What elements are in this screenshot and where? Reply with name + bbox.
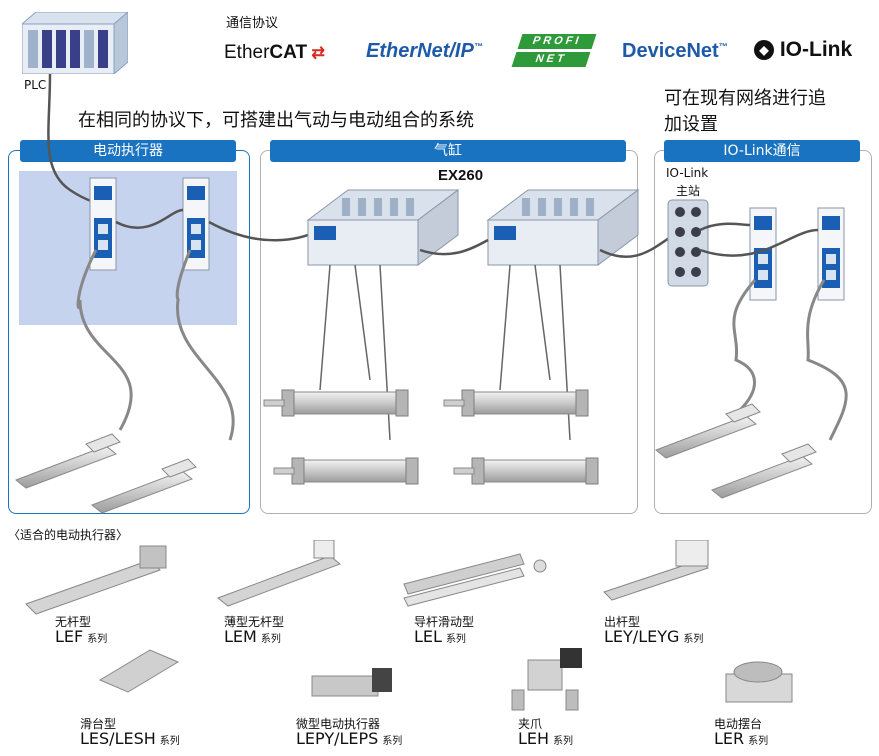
lel-image	[403, 553, 547, 607]
ethernet-ip-logo: EtherNet/IP™	[366, 40, 483, 62]
product-series: 系列	[87, 634, 108, 645]
product-name: 出杆型	[604, 615, 641, 629]
product-model: LEM	[224, 627, 257, 646]
ley-image	[603, 540, 709, 601]
product-series: 系列	[553, 736, 574, 747]
product-model: LEF	[55, 627, 84, 646]
product-name: 微型电动执行器	[296, 717, 381, 731]
headline-left: 在相同的协议下，可搭建出气动与电动组合的系统	[78, 110, 474, 131]
panel-cylinder-header: 气缸	[270, 140, 626, 162]
product-series: 系列	[748, 736, 769, 747]
panel-electric-header: 电动执行器	[20, 140, 236, 162]
panel-iolink-header: IO-Link通信	[664, 140, 860, 162]
product-name: 夹爪	[518, 717, 543, 731]
plc-icon	[22, 12, 128, 74]
ethercat-logo: EtherCAT ⇄	[224, 42, 325, 63]
plc-label: PLC	[24, 78, 47, 92]
product-series: 系列	[382, 736, 403, 747]
lepy-image	[311, 668, 392, 697]
ler-image	[725, 661, 793, 703]
product-images	[25, 540, 793, 711]
lef-image	[25, 545, 167, 615]
suitable-title: 〈适合的电动执行器〉	[8, 528, 129, 542]
iolink-master-line1: IO-Link	[666, 166, 709, 180]
product-name: 导杆滑动型	[414, 615, 475, 629]
les-image	[98, 649, 180, 693]
product-name: 滑台型	[80, 717, 117, 731]
protocols-title: 通信协议	[226, 16, 279, 31]
product-model: LER	[714, 729, 745, 748]
product-model: LEH	[518, 729, 550, 748]
leh-image	[511, 648, 582, 711]
iolink-master-line2: 主站	[676, 184, 701, 198]
product-series: 系列	[445, 634, 466, 645]
headline-right-line1: 可在现有网络进行追	[664, 88, 826, 109]
product-model: LEL	[414, 627, 442, 646]
product-series: 系列	[683, 634, 704, 645]
product-name: 薄型无杆型	[224, 615, 285, 629]
product-name: 无杆型	[55, 615, 92, 629]
io-link-logo: ◆ IO-Link	[754, 38, 852, 62]
product-series: 系列	[260, 634, 281, 645]
headline-right-line2: 加设置	[664, 114, 718, 135]
devicenet-logo: DeviceNet™	[622, 40, 728, 62]
product-model: LES/LESH	[80, 729, 156, 748]
product-model: LEPY/LEPS	[296, 729, 379, 748]
product-model: LEY/LEYG	[604, 627, 680, 646]
lem-image	[217, 540, 341, 607]
ex260-label: EX260	[438, 167, 484, 184]
product-name: 电动摆台	[714, 717, 763, 731]
product-series: 系列	[159, 736, 180, 747]
